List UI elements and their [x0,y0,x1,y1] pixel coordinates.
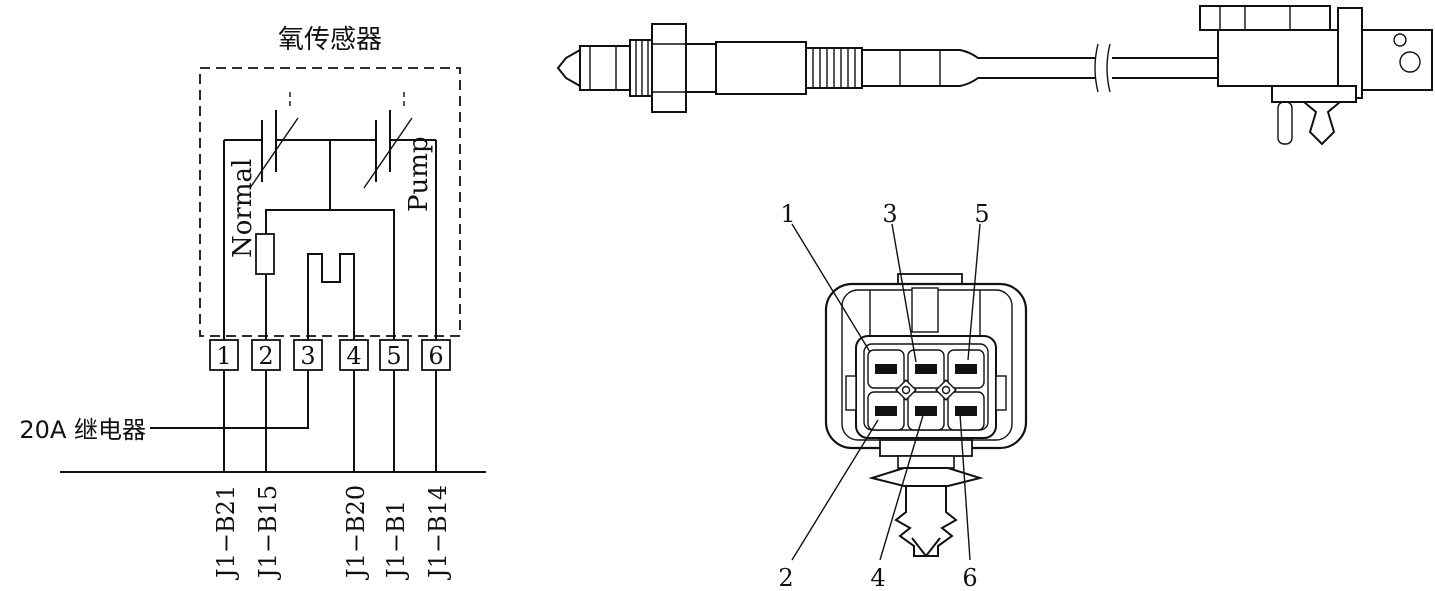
pin-box-5: 5 [379,339,409,371]
wire-relay [150,370,309,429]
connector-mating-face [1362,29,1433,91]
terminal-cell-4 [907,391,945,431]
wire-guide [1277,101,1293,145]
fir-tree-clip [894,486,958,557]
svg-text:1: 1 [216,342,231,370]
pin-box-2: 2 [251,339,281,371]
callout-leader-2 [791,419,879,561]
svg-text:3: 3 [300,342,315,370]
sensor-cable [990,57,1095,79]
sensor-shell [715,41,807,95]
pin-box-1: 1 [209,339,239,371]
callout-leader-6 [959,413,971,561]
pin-box-3: 3 [293,339,323,371]
callout-6: 6 [962,564,977,591]
common-wire [265,140,395,340]
oxygen-sensor-schematic: 氧传感器 Normal Pump 1 [19,25,486,581]
connector-housing-side [1217,29,1339,87]
terminal-j1-b14: J1−B14 [424,485,452,581]
svg-text:5: 5 [386,342,401,370]
terminal-cell-3 [907,349,945,389]
callout-leader-4 [879,411,925,561]
normal-cell-slash [249,117,299,189]
connector-face-view: 1 3 5 2 4 6 [778,200,1028,591]
oxygen-sensor-drawing [556,5,1433,146]
normal-label: Normal [228,159,258,258]
pin-box-4: 4 [339,339,369,371]
terminal-cell-2 [867,391,905,431]
sensor-boot [862,49,990,87]
keying-diamond [935,379,957,401]
clip-flange [868,467,984,487]
svg-text:4: 4 [346,342,361,370]
sensor-title: 氧传感器 [278,25,382,55]
connector-latch [1199,5,1331,31]
callout-3: 3 [882,200,897,228]
callout-5: 5 [974,200,989,228]
terminal-j1-b20: J1−B20 [342,485,370,581]
callout-1: 1 [780,200,795,228]
callout-leader-3 [891,223,917,363]
keying-diamond [895,379,917,401]
terminal-cell-6 [947,391,985,431]
pin-box-6: 6 [421,339,451,371]
terminal-j1-b1: J1−B1 [382,500,410,581]
heater-element [307,253,355,340]
cable-break-mark [1094,43,1111,93]
sensor-tip [556,48,581,88]
sensor-housing-outline [199,67,461,337]
callout-4: 4 [870,564,885,591]
terminal-j1-b21: J1−B21 [212,485,240,581]
terminal-j1-b15: J1−B15 [254,485,282,581]
sensor-hex-nut [651,23,687,113]
trim-resistor [255,233,275,275]
mounting-clip [1303,101,1341,146]
terminal-cell-5 [947,349,985,389]
svg-text:6: 6 [428,342,443,370]
sensor-probe [579,45,631,91]
pump-label: Pump [404,136,434,212]
pump-cell-slash [363,117,413,189]
sensor-body [685,43,717,93]
callout-leader-5 [967,223,981,361]
callout-leader-1 [791,223,871,353]
svg-text:2: 2 [258,342,273,370]
terminal-cell-1 [867,349,905,389]
relay-label: 20A 继电器 [19,416,146,444]
callout-2: 2 [778,564,793,591]
connector-bottom-latch [879,439,973,457]
